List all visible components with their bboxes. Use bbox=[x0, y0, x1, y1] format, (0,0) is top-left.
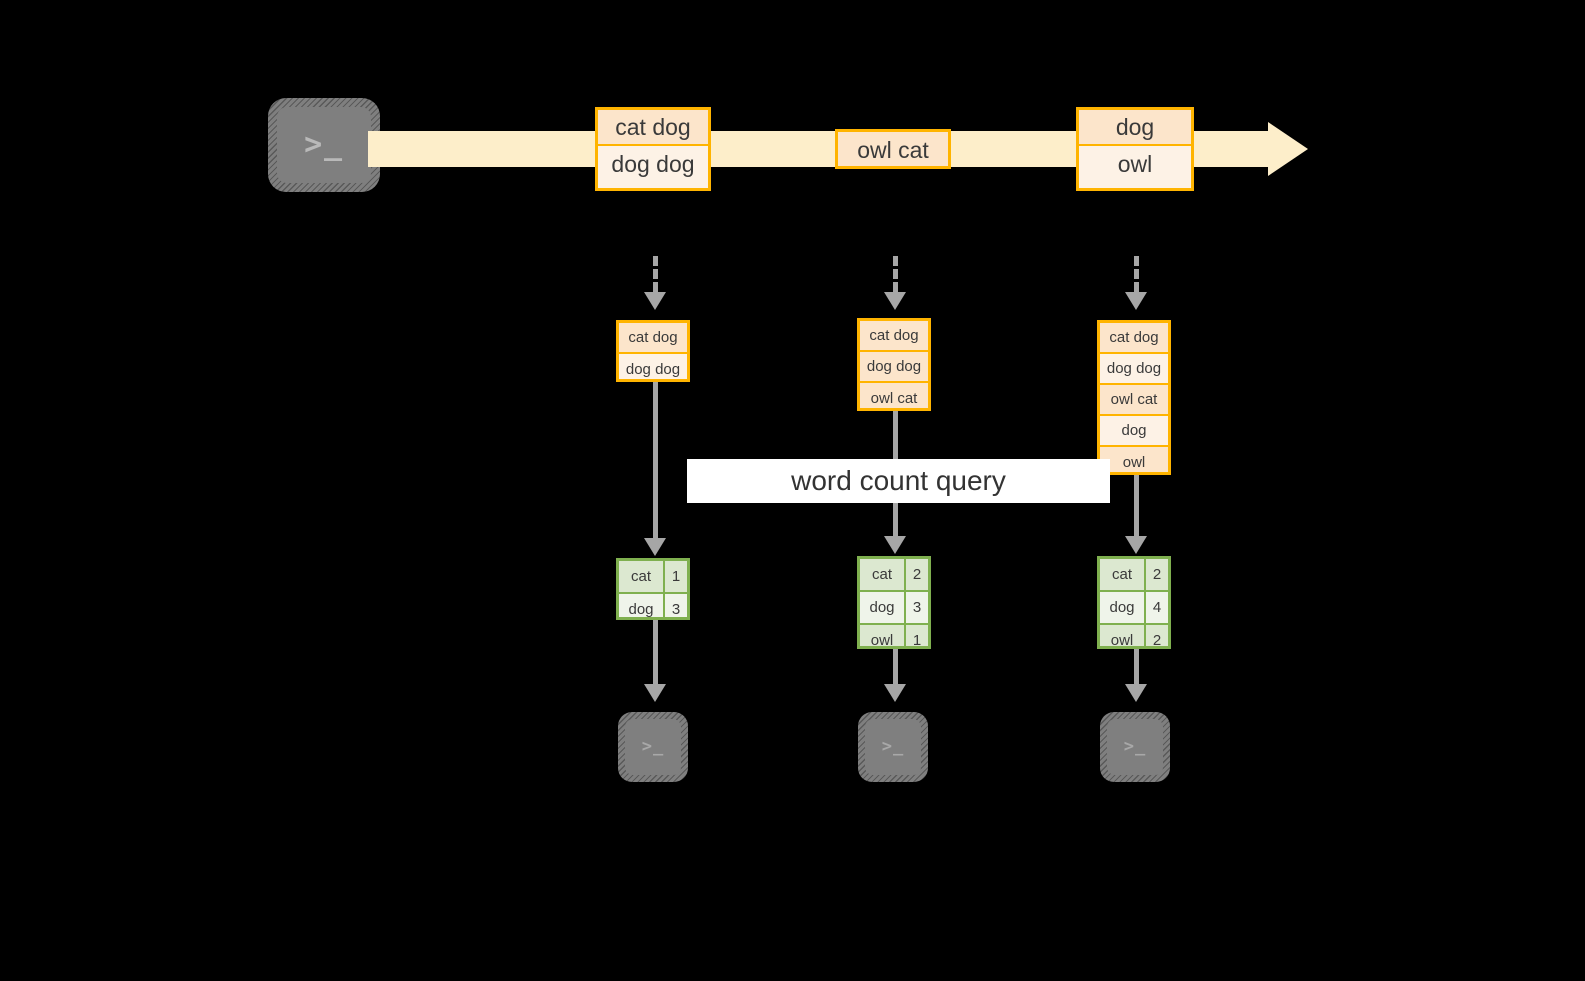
column-3-query-connector bbox=[1134, 475, 1139, 548]
input-record-line: dog dog bbox=[1100, 354, 1168, 385]
column-2-sink-arrowhead bbox=[884, 684, 906, 702]
column-1-sink-connector bbox=[653, 620, 658, 692]
result-row: cat 2 bbox=[860, 559, 928, 592]
stream-record-2: owl cat bbox=[835, 129, 951, 169]
column-3-sink-connector bbox=[1134, 649, 1139, 692]
stream-record-line: cat dog bbox=[598, 110, 708, 146]
column-2-input-stack: cat dog dog dog owl cat bbox=[857, 318, 931, 411]
column-1-query-arrowhead bbox=[644, 538, 666, 556]
stream-arrow-head bbox=[1268, 122, 1308, 176]
source-terminal-icon: >_ bbox=[268, 98, 380, 192]
result-word: owl bbox=[1100, 625, 1146, 646]
column-3-sink-arrowhead bbox=[1125, 684, 1147, 702]
result-row: dog 3 bbox=[619, 594, 687, 617]
column-1-sink-terminal-icon: >_ bbox=[618, 712, 688, 782]
stream-record-1: cat dog dog dog bbox=[595, 107, 711, 191]
result-row: dog 3 bbox=[860, 592, 928, 625]
stream-record-line: owl cat bbox=[838, 132, 948, 166]
stream-record-line: dog bbox=[1079, 110, 1191, 146]
terminal-screen: >_ bbox=[865, 719, 921, 775]
input-record-line: owl bbox=[1100, 447, 1168, 472]
stream-record-line: owl bbox=[1079, 146, 1191, 182]
result-count: 3 bbox=[665, 594, 687, 617]
column-3-query-arrowhead bbox=[1125, 536, 1147, 554]
result-word: dog bbox=[860, 592, 906, 623]
column-2-sink-terminal-icon: >_ bbox=[858, 712, 928, 782]
column-1-input-stack: cat dog dog dog bbox=[616, 320, 690, 382]
terminal-prompt-glyph: >_ bbox=[304, 127, 344, 162]
trigger-connector-dashed-1 bbox=[653, 256, 658, 292]
column-3-input-stack: cat dog dog dog owl cat dog owl bbox=[1097, 320, 1171, 475]
terminal-prompt-glyph: >_ bbox=[1123, 736, 1147, 757]
terminal-screen: >_ bbox=[1107, 719, 1163, 775]
column-2-sink-connector bbox=[893, 649, 898, 692]
result-count: 2 bbox=[1146, 625, 1168, 646]
column-3-sink-terminal-icon: >_ bbox=[1100, 712, 1170, 782]
terminal-prompt-glyph: >_ bbox=[881, 736, 905, 757]
result-row: cat 2 bbox=[1100, 559, 1168, 592]
column-3-result-table: cat 2 dog 4 owl 2 bbox=[1097, 556, 1171, 649]
terminal-screen: >_ bbox=[277, 107, 371, 183]
trigger-connector-arrowhead-1 bbox=[644, 292, 666, 310]
result-count: 1 bbox=[665, 561, 687, 592]
result-count: 1 bbox=[906, 625, 928, 646]
result-row: owl 1 bbox=[860, 625, 928, 646]
input-record-line: dog bbox=[1100, 416, 1168, 447]
query-banner-label: word count query bbox=[791, 465, 1006, 496]
result-count: 2 bbox=[906, 559, 928, 590]
result-word: owl bbox=[860, 625, 906, 646]
column-2-query-arrowhead bbox=[884, 536, 906, 554]
stream-record-3: dog owl bbox=[1076, 107, 1194, 191]
result-word: dog bbox=[1100, 592, 1146, 623]
column-2-result-table: cat 2 dog 3 owl 1 bbox=[857, 556, 931, 649]
result-word: cat bbox=[860, 559, 906, 590]
result-count: 2 bbox=[1146, 559, 1168, 590]
input-record-line: owl cat bbox=[1100, 385, 1168, 416]
input-record-line: dog dog bbox=[860, 352, 928, 383]
result-row: dog 4 bbox=[1100, 592, 1168, 625]
input-record-line: cat dog bbox=[1100, 323, 1168, 354]
column-1-sink-arrowhead bbox=[644, 684, 666, 702]
result-word: cat bbox=[1100, 559, 1146, 590]
input-record-line: cat dog bbox=[619, 323, 687, 354]
result-count: 3 bbox=[906, 592, 928, 623]
input-record-line: owl cat bbox=[860, 383, 928, 408]
result-word: dog bbox=[619, 594, 665, 617]
stream-record-line: dog dog bbox=[598, 146, 708, 182]
result-row: owl 2 bbox=[1100, 625, 1168, 646]
trigger-connector-dashed-3 bbox=[1134, 256, 1139, 292]
result-count: 4 bbox=[1146, 592, 1168, 623]
column-1-query-connector bbox=[653, 382, 658, 550]
input-record-line: cat dog bbox=[860, 321, 928, 352]
terminal-screen: >_ bbox=[625, 719, 681, 775]
result-row: cat 1 bbox=[619, 561, 687, 594]
input-record-line: dog dog bbox=[619, 354, 687, 379]
query-banner: word count query bbox=[687, 459, 1110, 503]
trigger-connector-arrowhead-3 bbox=[1125, 292, 1147, 310]
result-word: cat bbox=[619, 561, 665, 592]
trigger-connector-arrowhead-2 bbox=[884, 292, 906, 310]
column-1-result-table: cat 1 dog 3 bbox=[616, 558, 690, 620]
trigger-connector-dashed-2 bbox=[893, 256, 898, 292]
terminal-prompt-glyph: >_ bbox=[641, 736, 665, 757]
